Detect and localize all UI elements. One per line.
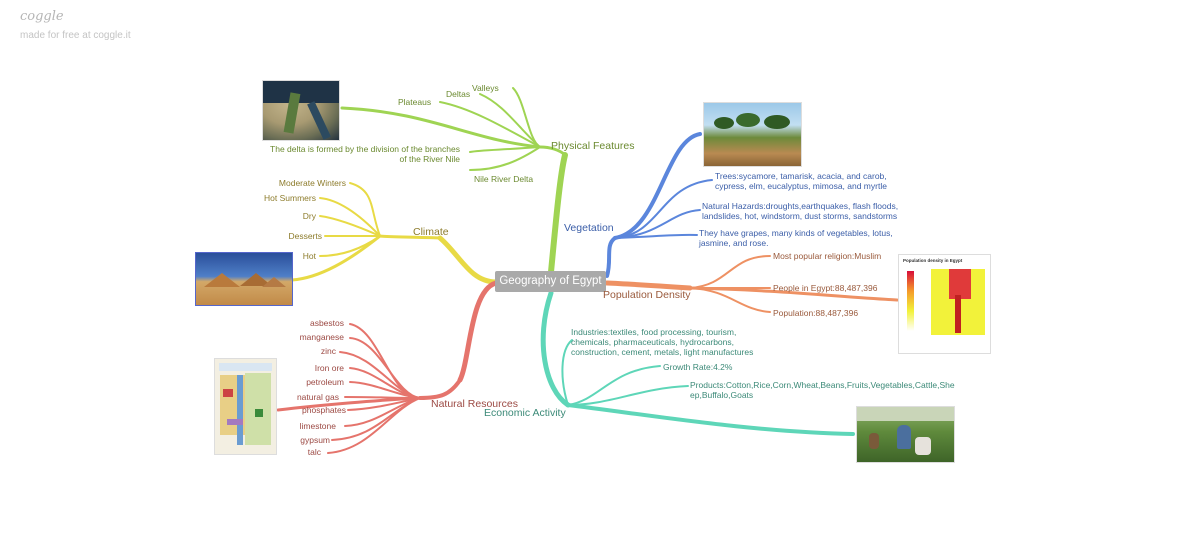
- industries-node[interactable]: Industries:textiles, food processing, to…: [571, 327, 754, 357]
- climate-label[interactable]: Climate: [413, 226, 449, 238]
- climate-item-desserts[interactable]: Desserts: [288, 231, 322, 241]
- delta-description-node[interactable]: The delta is formed by the division of t…: [270, 144, 460, 164]
- resources-map-image: [214, 358, 277, 455]
- pyramids-image: [195, 252, 293, 306]
- resource-asbestos[interactable]: asbestos: [309, 318, 344, 328]
- natural-resources-label[interactable]: Natural Resources: [431, 398, 518, 410]
- economic-activity-branch: [540, 290, 855, 436]
- central-topic[interactable]: Geography of Egypt: [495, 271, 606, 292]
- farm-workers-image: [856, 406, 955, 463]
- climate-item-hot-summers[interactable]: Hot Summers: [264, 193, 316, 203]
- products-node[interactable]: Products:Cotton,Rice,Corn,Wheat,Beans,Fr…: [690, 380, 955, 400]
- religion-node[interactable]: Most popular religion:Muslim: [773, 251, 882, 261]
- climate-branch: [290, 182, 499, 285]
- people-in-egypt-node[interactable]: People in Egypt:88,487,396: [773, 283, 878, 293]
- resource-gypsum[interactable]: gypsum: [300, 435, 330, 445]
- nile-satellite-image: [262, 80, 340, 141]
- trees-node[interactable]: Trees:sycamore, tamarisk, acacia, and ca…: [715, 171, 887, 191]
- resource-zinc[interactable]: zinc: [320, 346, 336, 356]
- grapes-node[interactable]: They have grapes, many kinds of vegetabl…: [699, 228, 893, 248]
- climate-item-dry[interactable]: Dry: [302, 211, 316, 221]
- natural-hazards-node[interactable]: Natural Hazards:droughts,earthquakes, fl…: [702, 201, 899, 221]
- growth-rate-node[interactable]: Growth Rate:4.2%: [663, 362, 733, 372]
- deltas-node[interactable]: Deltas: [446, 89, 471, 99]
- resource-natural-gas[interactable]: natural gas: [296, 392, 339, 402]
- economic-activity-label[interactable]: Economic Activity: [484, 407, 566, 419]
- resource-petroleum[interactable]: petroleum: [306, 377, 344, 387]
- valleys-node[interactable]: Valleys: [472, 83, 499, 93]
- climate-item-hot[interactable]: Hot: [302, 251, 316, 261]
- physical-features-branch: [340, 87, 568, 275]
- resource-manganese[interactable]: manganese: [299, 332, 344, 342]
- population-node[interactable]: Population:88,487,396: [773, 308, 859, 318]
- made-for-free-link[interactable]: made for free at coggle.it: [20, 30, 131, 41]
- coggle-logo[interactable]: coggle: [20, 9, 64, 24]
- population-density-label[interactable]: Population Density: [603, 289, 691, 301]
- nile-river-delta-node[interactable]: Nile River Delta: [474, 174, 534, 184]
- plateaus-node[interactable]: Plateaus: [398, 97, 432, 107]
- resource-iron-ore[interactable]: Iron ore: [314, 363, 344, 373]
- vegetation-branch: [605, 132, 713, 278]
- population-density-map-image: Population density in Egypt: [898, 254, 991, 354]
- palm-trees-image: [703, 102, 802, 167]
- climate-item-moderate-winters[interactable]: Moderate Winters: [278, 178, 346, 188]
- vegetation-label[interactable]: Vegetation: [564, 222, 614, 234]
- resource-talc[interactable]: talc: [307, 447, 321, 457]
- natural-resources-branch: [276, 280, 499, 454]
- physical-features-label[interactable]: Physical Features: [551, 140, 635, 152]
- resource-limestone[interactable]: limestone: [299, 421, 336, 431]
- population-density-branch: [604, 255, 899, 313]
- resource-phosphates[interactable]: phosphates: [302, 405, 346, 415]
